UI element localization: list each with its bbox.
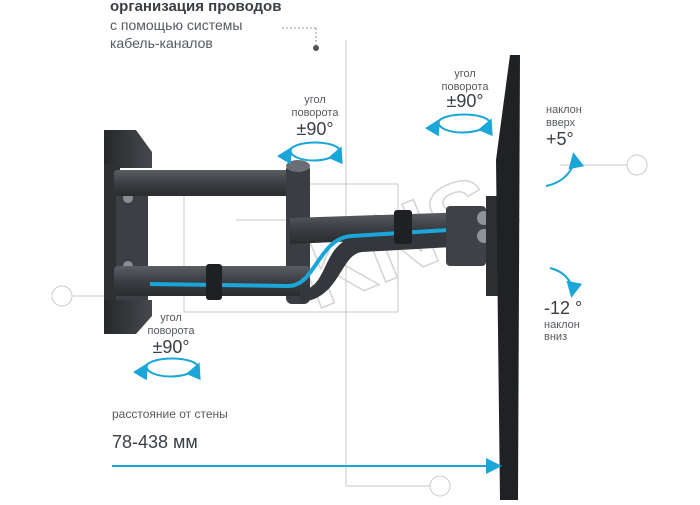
tilt-up-line2: вверх (546, 116, 576, 129)
cable-clip (394, 210, 412, 244)
distance-label: расстояние от стены (112, 407, 228, 421)
tilt-down-line2: вниз (544, 331, 568, 344)
second-arm (290, 212, 476, 302)
swivel-label-line2: поворота (291, 106, 339, 119)
swivel-value: ±90° (296, 119, 334, 140)
swivel-arrow-top-left (276, 141, 343, 165)
tilt-up-label: наклон вверх +5° (546, 104, 582, 150)
tilt-up-line1: наклон (546, 104, 582, 116)
wall-plate (104, 130, 152, 334)
swivel-top-right-label: угол поворота ±90° (430, 68, 500, 112)
tilt-down-label: -12 ° наклон вниз (544, 298, 582, 344)
swivel-top-left-label: угол поворота ±90° (280, 94, 350, 140)
tilt-down-value: -12 ° (544, 298, 583, 318)
tilt-down-arrow (549, 267, 583, 298)
tilt-up-value: +5° (546, 129, 574, 150)
cable-line (149, 228, 449, 289)
swivel-label-line2: поворота (147, 324, 195, 337)
swivel-label-line2: поворота (441, 80, 489, 93)
swivel-label-line1: угол (304, 94, 326, 106)
swivel-arrow-bottom (132, 357, 201, 381)
swivel-value: ±90° (446, 91, 484, 112)
cable-clip (206, 264, 222, 300)
cable-management-line3: кабель-каналов (110, 35, 213, 51)
tilt-up-arrow (545, 152, 585, 187)
tv-bracket (446, 196, 498, 296)
swivel-value: ±90° (152, 337, 190, 358)
cable-management-line2: с помощью системы (110, 17, 243, 33)
tv-panel (496, 55, 520, 500)
swivel-bottom-label: угол поворота ±90° (136, 312, 206, 358)
cable-management-title: организация проводов (110, 0, 282, 15)
cable-leader-line (282, 27, 319, 51)
distance-value: 78-438 мм (112, 432, 198, 452)
swivel-label-line1: угол (160, 312, 182, 324)
swivel-label-line1: угол (454, 68, 476, 80)
tilt-down-line1: наклон (544, 318, 580, 331)
swivel-arrow-top-right (424, 113, 493, 137)
